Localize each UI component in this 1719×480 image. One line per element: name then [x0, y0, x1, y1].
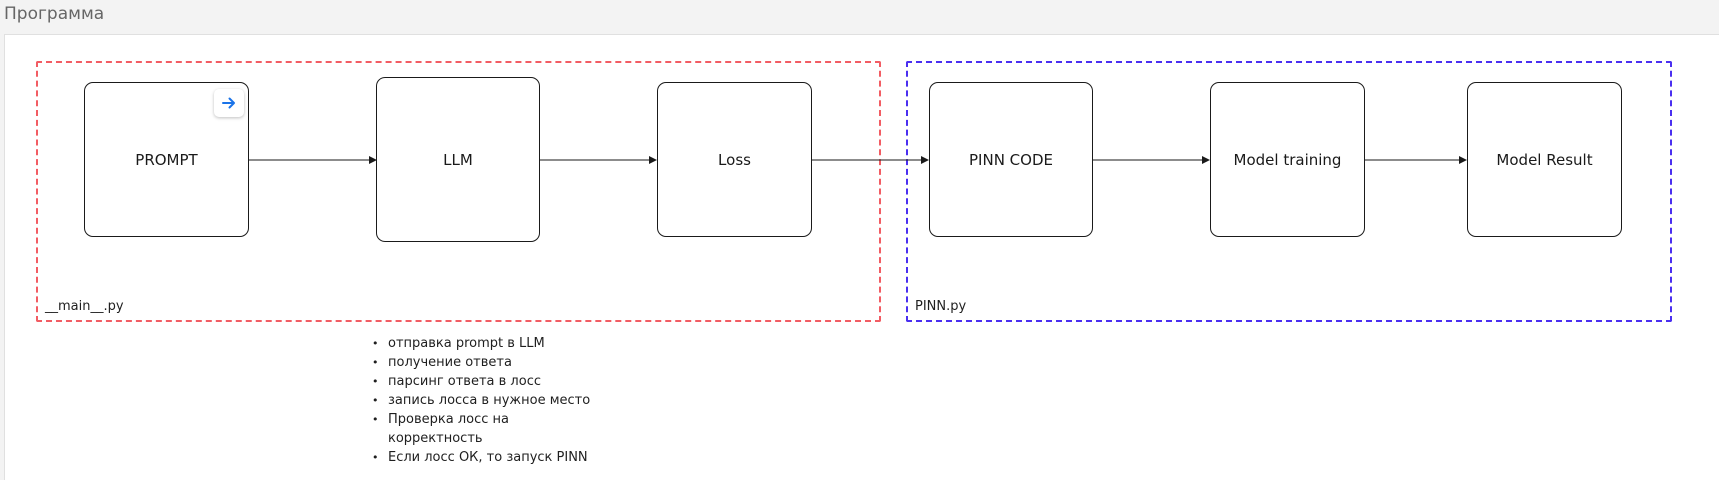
node-pinn-code[interactable]: PINN CODE — [929, 82, 1093, 237]
node-prompt[interactable]: PROMPT — [84, 82, 249, 237]
group-pinn-label: PINN.py — [915, 299, 967, 314]
notes-item: отправка prompt в LLM — [370, 334, 600, 353]
notes-item: Проверка лосс на корректность — [370, 410, 600, 448]
node-loss[interactable]: Loss — [657, 82, 812, 237]
notes-item: Если лосс ОК, то запуск PINN — [370, 448, 600, 467]
diagram-canvas — [4, 34, 1719, 480]
notes-item: запись лосса в нужное место — [370, 391, 600, 410]
node-model-result[interactable]: Model Result — [1467, 82, 1622, 237]
group-main — [36, 61, 881, 322]
node-llm[interactable]: LLM — [376, 77, 540, 242]
page-title: Программа — [4, 4, 105, 24]
notes-item: парсинг ответа в лосс — [370, 372, 600, 391]
node-llm-label: LLM — [443, 150, 473, 169]
node-model-training[interactable]: Model training — [1210, 82, 1365, 237]
arrow-right-icon[interactable] — [214, 89, 244, 117]
notes-list: отправка prompt в LLM получение ответа п… — [370, 334, 600, 467]
node-model-result-label: Model Result — [1496, 150, 1593, 169]
node-pinn-code-label: PINN CODE — [969, 150, 1053, 169]
group-pinn — [906, 61, 1672, 322]
group-main-label: __main__.py — [45, 299, 124, 314]
node-prompt-label: PROMPT — [135, 150, 198, 169]
node-loss-label: Loss — [718, 150, 751, 169]
notes-item: получение ответа — [370, 353, 600, 372]
node-model-training-label: Model training — [1233, 150, 1342, 169]
